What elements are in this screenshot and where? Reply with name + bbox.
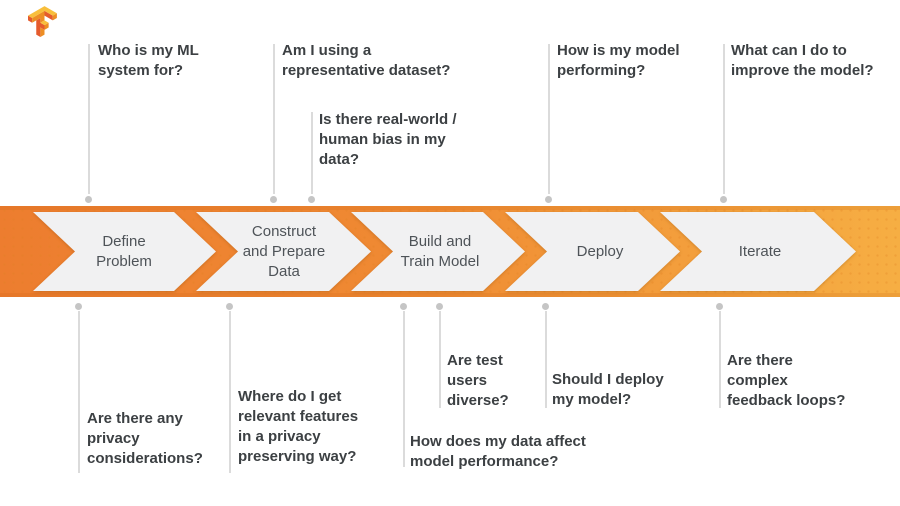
connector-line [229, 311, 231, 473]
connector-line [545, 311, 547, 408]
pipeline-chevrons [33, 212, 856, 291]
connector-line [403, 311, 405, 467]
stage-chevron-build-train [351, 212, 525, 291]
stage-chevron-deploy [505, 212, 680, 291]
connector-line [88, 44, 90, 194]
connector-dot [545, 196, 552, 203]
question-bottom-privacy-considerations: Are there any privacy considerations? [87, 410, 203, 467]
question-bottom-should-deploy: Should I deploy my model? [552, 371, 664, 408]
tensorflow-logo-icon [28, 6, 57, 38]
connector-dot [720, 196, 727, 203]
pipeline-band [0, 206, 900, 297]
question-bottom-feedback-loops: Are there complex feedback loops? [727, 352, 846, 409]
connector-dot [400, 303, 407, 310]
connector-dot [270, 196, 277, 203]
stage-label-construct-data: Construct and Prepare Data [242, 222, 326, 280]
connector-line [719, 311, 721, 408]
question-top-who-is-system-for: Who is my ML system for? [98, 42, 199, 79]
question-top-representative-dataset: Am I using a representative dataset? [282, 42, 451, 79]
connector-line [311, 112, 313, 194]
connector-dot [308, 196, 315, 203]
connector-dot [75, 303, 82, 310]
stage-label-build-train: Build and Train Model [400, 232, 480, 270]
connector-dot [542, 303, 549, 310]
question-top-model-performing: How is my model performing? [557, 42, 680, 79]
question-bottom-privacy-features: Where do I get relevant features in a pr… [238, 388, 359, 465]
stage-chevron-construct-data [196, 212, 371, 291]
question-top-real-world-bias: Is there real-world / human bias in my d… [319, 111, 457, 168]
stage-chevron-define-problem [33, 212, 216, 291]
connector-dot [226, 303, 233, 310]
stage-chevron-iterate [660, 212, 856, 291]
question-bottom-test-users-diverse: Are test users diverse? [447, 352, 509, 409]
connector-dot [436, 303, 443, 310]
stage-label-iterate: Iterate [738, 242, 782, 260]
stage-label-deploy: Deploy [576, 242, 624, 260]
connector-line [548, 44, 550, 194]
question-bottom-data-affect-performance: How does my data affect model performanc… [410, 433, 586, 470]
connector-line [723, 44, 725, 194]
connector-line [78, 311, 80, 473]
stage-label-define-problem: Define Problem [96, 232, 152, 270]
question-top-improve-model: What can I do to improve the model? [731, 42, 874, 79]
connector-line [273, 44, 275, 194]
connector-dot [716, 303, 723, 310]
connector-dot [85, 196, 92, 203]
connector-line [439, 311, 441, 408]
